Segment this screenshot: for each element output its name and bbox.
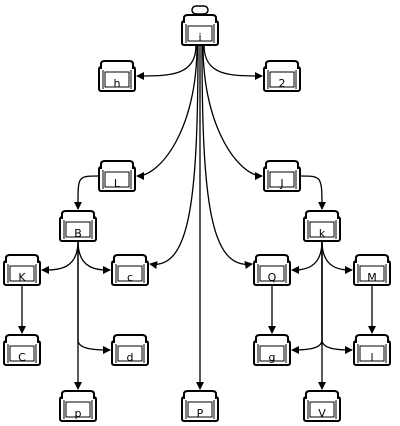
node-label: d [127,351,134,364]
chest-lid [100,160,134,169]
chest-lid [5,334,39,343]
node-label: 2 [279,77,286,90]
node-L: L [98,160,136,192]
edge-i-to-L [136,44,198,180]
edge-J-to-k [299,175,326,210]
node-Q: Q [253,254,291,286]
edge-i-to-c [149,44,199,269]
node-label: L [114,177,121,190]
node-label: i [198,31,201,44]
chest-lid [355,254,389,263]
chest-lid [305,390,339,399]
edge-i-to-2 [203,44,263,80]
node-J: J [263,160,301,192]
edge-B-to-K [41,240,79,274]
label-plate [9,265,35,282]
edge-k-to-l [321,241,353,354]
edge-i-to-J [202,44,263,180]
node-l: l [353,334,391,366]
edge-B-to-c [77,240,111,274]
chest-lid [61,390,95,399]
node-label: p [75,407,82,420]
label-plate [269,71,295,88]
label-plate [187,25,213,42]
label-plate [259,345,285,362]
chest-lid [255,334,289,343]
node-label: l [370,351,373,364]
chest-lid [113,334,147,343]
node-h: h [98,60,136,92]
label-plate [359,265,385,282]
chest-lid [265,60,299,69]
chest-lid [61,210,95,219]
node-g: g [253,334,291,366]
edge-i-to-Q [201,44,253,269]
node-k: k [303,210,341,242]
node-K: K [3,254,41,286]
edge-k-to-Q [291,240,323,274]
label-plate [309,221,335,238]
chest-lid [100,60,134,69]
edge-k-to-M [321,240,353,274]
edge-k-to-g [291,241,323,354]
node-2: 2 [263,60,301,92]
label-plate [117,345,143,362]
node-c: c [111,254,149,286]
label-plate [104,71,130,88]
node-label: h [114,77,121,90]
node-label: C [18,351,26,364]
label-plate [259,265,285,282]
chest-lid [183,390,217,399]
chest-lid [183,14,217,23]
edge-B-to-d [77,241,111,354]
node-C: C [3,334,41,366]
node-M: M [353,254,391,286]
chest-lid [255,254,289,263]
node-label: k [319,227,326,240]
node-label: Q [268,271,277,284]
node-label: J [279,177,283,190]
label-plate [269,171,295,188]
node-label: P [197,407,204,420]
node-d: d [111,334,149,366]
label-plate [309,401,335,418]
node-label: g [269,351,276,364]
chest-lid [113,254,147,263]
node-V: V [303,390,341,422]
label-plate [65,221,91,238]
node-p: p [59,390,97,422]
node-label: c [127,271,133,284]
label-plate [9,345,35,362]
chest-lid [355,334,389,343]
node-label: K [18,271,26,284]
chest-lid [305,210,339,219]
node-B: B [59,210,97,242]
label-plate [117,265,143,282]
node-i: i [181,5,219,46]
label-plate [65,401,91,418]
edge-L-to-B [73,175,100,210]
edge-i-to-h [136,44,197,80]
node-label: V [318,407,326,420]
node-label: B [74,227,82,240]
edges-layer [18,44,376,390]
chest-lid [265,160,299,169]
label-plate [187,401,213,418]
label-plate [359,345,385,362]
handle-icon [191,5,209,15]
chest-lid [5,254,39,263]
node-P: P [181,390,219,422]
node-label: M [367,271,377,284]
label-plate [104,171,130,188]
